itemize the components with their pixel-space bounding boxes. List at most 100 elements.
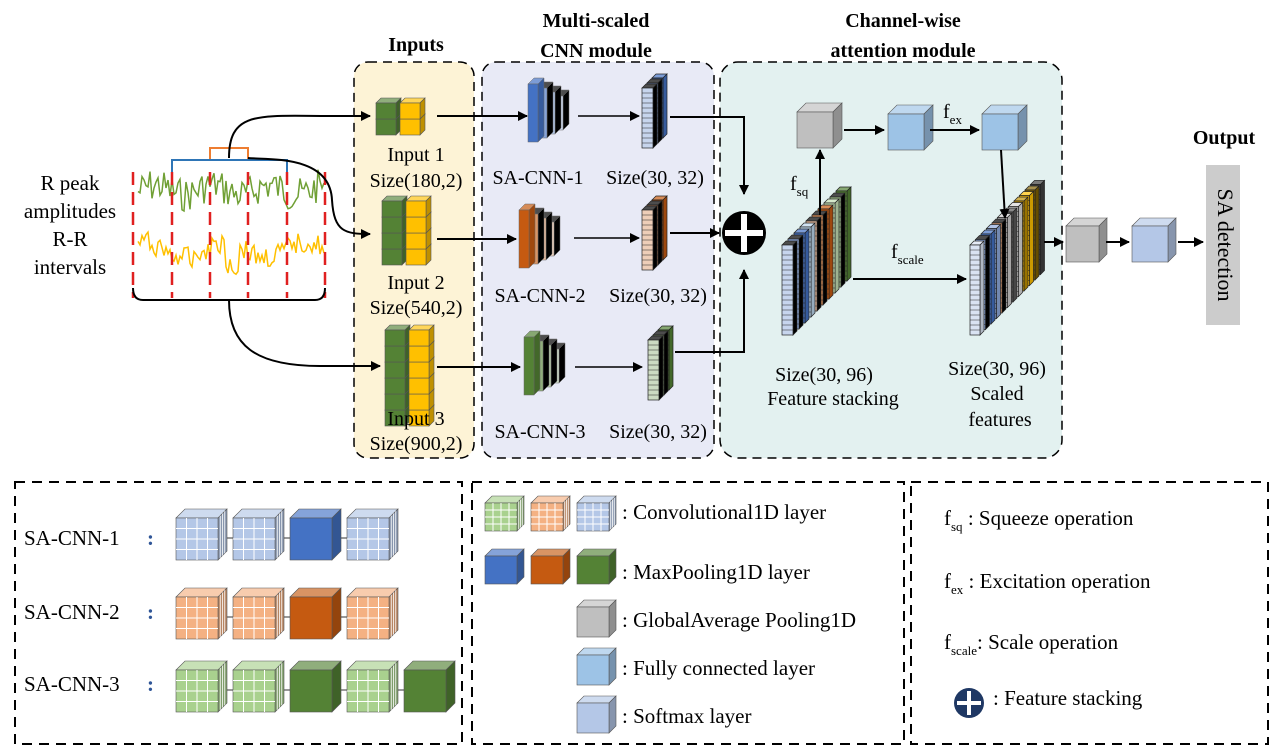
input3-size: Size(900,2) bbox=[370, 433, 463, 455]
legend-left-content bbox=[175, 508, 456, 713]
sa-cnn-3-feature-map-layer bbox=[647, 335, 664, 401]
sa-cnn-1-stack bbox=[527, 77, 570, 143]
legend-conv-blue bbox=[232, 508, 285, 561]
inputs-header: Inputs bbox=[388, 34, 444, 56]
scaled-features-block-layer bbox=[969, 240, 985, 336]
fc-layer-cube-2 bbox=[981, 104, 1028, 151]
legend-colon-2: : bbox=[147, 600, 154, 624]
legend-fex: fex : Excitation operation bbox=[944, 569, 1151, 597]
stack-caption: Feature stacking bbox=[767, 388, 899, 410]
fscale-label: fscale bbox=[891, 241, 924, 267]
input-blocks bbox=[375, 97, 435, 427]
cnn-module-header-line1: Multi-scaled bbox=[543, 10, 650, 32]
global-avg-pooling-cube bbox=[796, 102, 843, 149]
sa-cnn-2-feature-map-layer bbox=[641, 205, 658, 271]
legend-conv-green bbox=[346, 660, 399, 713]
sa-detection-box bbox=[1206, 165, 1240, 325]
arrow-signal-to-input2 bbox=[247, 157, 371, 239]
signal-label-line1: R peak bbox=[41, 171, 100, 195]
legend-gap: : GlobalAverage Pooling1D bbox=[622, 608, 856, 632]
legend-conv1d-orange bbox=[530, 495, 571, 532]
sa-cnn-3-feature-map bbox=[647, 325, 674, 401]
legend-conv-green bbox=[232, 660, 285, 713]
scaled-caption-line2: features bbox=[968, 409, 1032, 431]
cnn-blocks bbox=[518, 73, 674, 401]
legend-fc: : Fully connected layer bbox=[622, 656, 815, 680]
r-peak-amplitude-signal bbox=[137, 169, 325, 213]
legend-middle-content bbox=[484, 495, 617, 734]
legend-maxpool-blue bbox=[484, 548, 525, 585]
sa-cnn-3-size: Size(30, 32) bbox=[609, 421, 707, 443]
legend-conv-blue bbox=[346, 508, 399, 561]
cnn-module-header-line2: CNN module bbox=[540, 40, 652, 62]
input2-size: Size(540,2) bbox=[370, 297, 463, 319]
sa-cnn-2-feature-map bbox=[641, 195, 668, 271]
sa-cnn-1-label: SA-CNN-1 bbox=[492, 167, 583, 189]
legend-pool-orange bbox=[289, 587, 342, 640]
sa-cnn-2-label: SA-CNN-2 bbox=[494, 285, 585, 307]
legend-gap-cube bbox=[576, 599, 617, 638]
signal-plot bbox=[131, 147, 327, 301]
legend-pool-blue bbox=[289, 508, 342, 561]
sa-cnn-2-size: Size(30, 32) bbox=[609, 285, 707, 307]
cnn-module-panel bbox=[481, 61, 715, 459]
legend-maxpool-orange bbox=[530, 548, 571, 585]
input-cell bbox=[408, 324, 435, 347]
sa-detection-label: SA detection bbox=[1213, 188, 1238, 301]
attention-module-panel bbox=[719, 61, 1063, 459]
legend-colon-1: : bbox=[147, 526, 154, 550]
legend-left-panel bbox=[14, 481, 463, 745]
scaled-size-label: Size(30, 96) bbox=[948, 358, 1046, 380]
input-cell bbox=[381, 195, 408, 218]
arrow-signal-to-input3 bbox=[228, 299, 381, 371]
input1-name: Input 1 bbox=[387, 144, 444, 166]
sa-cnn-1-feature-map bbox=[641, 73, 668, 149]
output-elements bbox=[1065, 217, 1177, 263]
legend-pool-green bbox=[289, 660, 342, 713]
legend-conv1d-green bbox=[484, 495, 525, 532]
legend-fc-cube bbox=[576, 647, 617, 686]
output-gap-cube bbox=[1065, 217, 1108, 263]
input3-name: Input 3 bbox=[387, 408, 444, 430]
signal-label-line4: intervals bbox=[34, 255, 106, 279]
attention-module-header-line2: attention module bbox=[831, 40, 976, 62]
input-cell bbox=[405, 243, 432, 266]
sa-cnn-3-stack bbox=[523, 330, 566, 396]
sa-cnn-1-feature-map-layer bbox=[641, 83, 658, 149]
legend-middle-panel bbox=[471, 481, 905, 745]
arrow-feature1-to-stack bbox=[670, 116, 749, 195]
fex-label: fex bbox=[943, 101, 962, 127]
output-header: Output bbox=[1193, 127, 1256, 149]
legend-maxpool-green bbox=[576, 548, 617, 585]
arrow-feature3-to-stack bbox=[675, 269, 749, 353]
input1-size: Size(180,2) bbox=[370, 170, 463, 192]
legend-fsq: fsq : Squeeze operation bbox=[944, 506, 1134, 534]
sa-cnn-3-label: SA-CNN-3 bbox=[494, 421, 585, 443]
feature-stacking-block-layer bbox=[781, 240, 798, 336]
legend-maxpool: : MaxPooling1D layer bbox=[622, 560, 810, 584]
legend-colon-3: : bbox=[147, 672, 154, 696]
legend-conv-orange bbox=[175, 587, 228, 640]
scaled-features-block bbox=[969, 179, 1046, 336]
scaled-caption-line1: Scaled bbox=[970, 383, 1023, 405]
legend-pool-green bbox=[403, 660, 456, 713]
fsq-label: fsq bbox=[790, 173, 809, 199]
window-bracket-input2 bbox=[171, 159, 288, 172]
legend-conv1d: : Convolutional1D layer bbox=[622, 500, 826, 524]
attention-module-header-line1: Channel-wise bbox=[845, 10, 961, 32]
rr-interval-signal bbox=[137, 230, 325, 276]
signal-label-line3: R-R bbox=[52, 227, 87, 251]
legend-fscale: fscale: Scale operation bbox=[944, 630, 1119, 658]
fc-layer-cube-1 bbox=[887, 104, 934, 151]
input-cell bbox=[375, 97, 402, 120]
input-cell bbox=[384, 324, 411, 347]
legend-sa-cnn-2: SA-CNN-2 bbox=[24, 600, 120, 624]
arrow-signal-to-input1 bbox=[228, 111, 371, 159]
input2-name: Input 2 bbox=[387, 272, 444, 294]
legend-right-panel bbox=[910, 481, 1269, 745]
input-cell bbox=[399, 97, 426, 120]
arrow-fc2-to-scaled bbox=[999, 149, 1010, 219]
feature-stacking-block bbox=[781, 186, 852, 336]
window-bracket-input3 bbox=[132, 287, 326, 301]
